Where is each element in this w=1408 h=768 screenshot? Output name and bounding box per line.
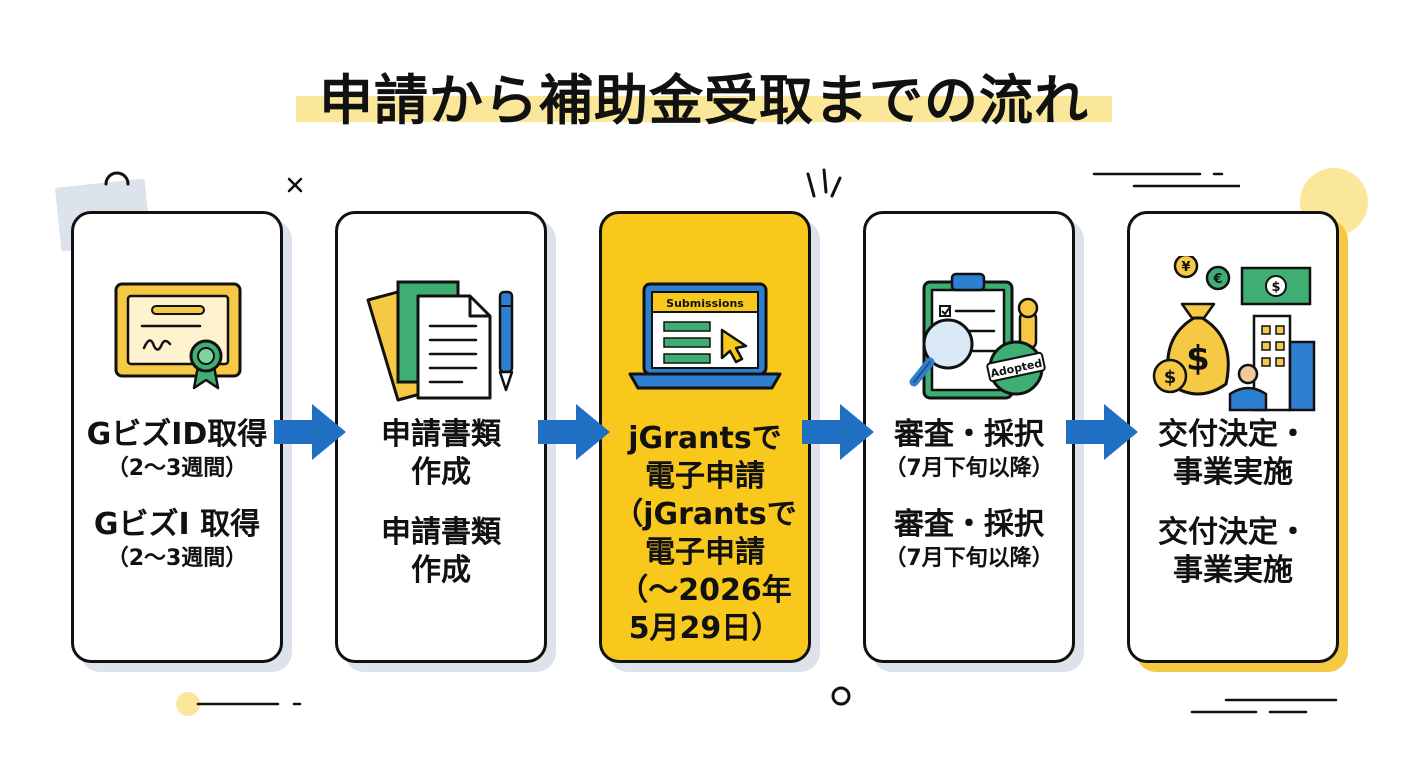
deco-cross-icon: [287, 177, 303, 193]
deco-yellow-dot: [176, 692, 200, 716]
step-gap: [866, 484, 1072, 506]
step-line: （7月下旬以降）: [884, 456, 1054, 481]
step-line: 作成: [411, 455, 471, 490]
flow-arrow-icon: [802, 404, 874, 460]
step-line: （〜2026年: [618, 573, 792, 608]
step-line: 審査・採択: [894, 417, 1044, 452]
documents-icon: [366, 280, 514, 402]
bag-dollar-label: $: [1186, 339, 1210, 379]
money-building-icon: ¥ € $ $ $: [1152, 256, 1316, 412]
step-line: 申請書類: [381, 417, 501, 452]
step-card-3: Submissions jGrantsで 電子申請 （jGrantsで 電子申請…: [599, 211, 811, 663]
step-line: 電子申請: [645, 459, 765, 494]
laptop-submission-icon: Submissions: [628, 282, 782, 390]
step-line: 5月29日）: [628, 611, 782, 646]
step-gap: [1130, 492, 1336, 514]
title-area: 申請から補助金受取までの流れ: [0, 52, 1408, 132]
review-clipboard-icon: Adopted: [909, 272, 1046, 400]
step-text-4: 審査・採択 （7月下旬以降） 審査・採択 （7月下旬以降）: [866, 416, 1072, 574]
deco-arc-icon: [104, 171, 130, 186]
deco-lines-bottom-right: [1190, 698, 1338, 714]
deco-lines-top-right: [1092, 172, 1240, 188]
step-line: （2〜3週間）: [106, 546, 248, 571]
step-text-1: GビズID取得 （2〜3週間） GビズI 取得 （2〜3週間）: [74, 416, 280, 574]
step-line: GビズID取得: [86, 417, 268, 452]
submissions-label: Submissions: [666, 297, 744, 310]
step-gap: [338, 492, 544, 514]
step-card-1: GビズID取得 （2〜3週間） GビズI 取得 （2〜3週間）: [71, 211, 283, 663]
step-line: 審査・採択: [894, 507, 1044, 542]
step-line: jGrantsで: [628, 421, 782, 456]
certificate-icon: [114, 282, 242, 390]
title-highlight-bar: [296, 96, 1112, 122]
step-line: （2〜3週間）: [106, 456, 248, 481]
step-line: （jGrantsで: [613, 497, 797, 532]
flow-arrow-icon: [1066, 404, 1138, 460]
step-line: 交付決定・: [1158, 515, 1308, 550]
coin-dollar-label: $: [1164, 367, 1177, 388]
step-text-5: 交付決定・ 事業実施 交付決定・ 事業実施: [1130, 416, 1336, 590]
step-card-4: Adopted 審査・採択 （7月下旬以降） 審査・採択 （7月下旬以降）: [863, 211, 1075, 663]
step-text-3: jGrantsで 電子申請 （jGrantsで 電子申請 （〜2026年 5月2…: [602, 420, 808, 648]
step-line: 申請書類: [381, 515, 501, 550]
deco-burst-icon: [806, 168, 842, 198]
flow-arrow-icon: [538, 404, 610, 460]
step-line: 作成: [411, 553, 471, 588]
step-card-5: ¥ € $ $ $ 交付決定・ 事業実施 交付決定・ 事業実施: [1127, 211, 1339, 663]
deco-ring-icon: [831, 686, 851, 706]
step-line: （7月下旬以降）: [884, 546, 1054, 571]
step-line: 事業実施: [1173, 455, 1293, 490]
step-gap: [74, 484, 280, 506]
step-line: GビズI 取得: [93, 507, 261, 542]
page-title: 申請から補助金受取までの流れ: [319, 69, 1089, 132]
flow-arrow-icon: [274, 404, 346, 460]
step-line: 電子申請: [645, 535, 765, 570]
deco-lines-bottom-left: [196, 702, 302, 706]
yen-coin-label: ¥: [1181, 260, 1190, 275]
euro-coin-label: €: [1212, 272, 1222, 287]
bill-dollar-label: $: [1271, 280, 1280, 295]
step-text-2: 申請書類 作成 申請書類 作成: [338, 416, 544, 590]
step-card-2: 申請書類 作成 申請書類 作成: [335, 211, 547, 663]
step-line: 事業実施: [1173, 553, 1293, 588]
step-line: 交付決定・: [1158, 417, 1308, 452]
